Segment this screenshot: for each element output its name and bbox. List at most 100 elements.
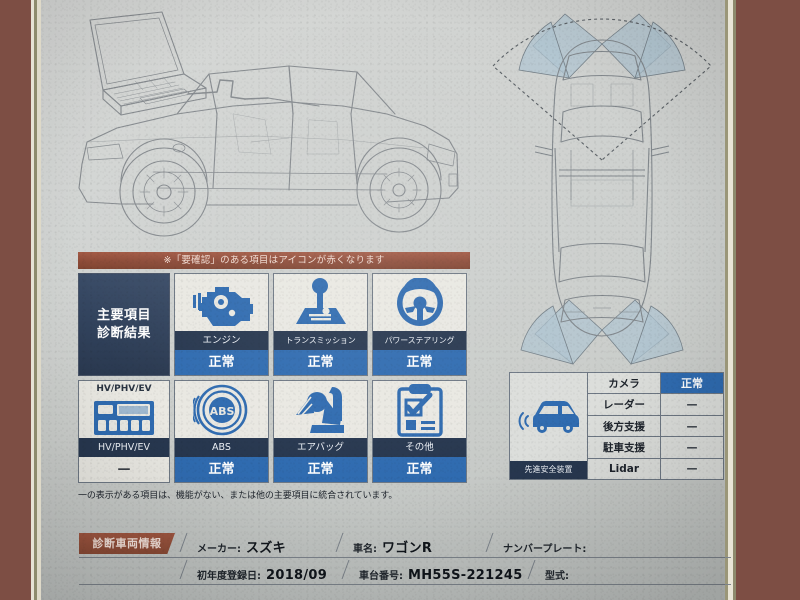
field-divider xyxy=(485,533,502,552)
safety-row-value: 正常 xyxy=(661,373,723,394)
car-sensor-icon xyxy=(518,401,579,433)
svg-text:ABS: ABS xyxy=(209,405,234,418)
diagnostic-results-panel: ※「要確認」のある項目はアイコンが赤くなります 主要項目 診断結果 xyxy=(78,252,470,501)
battery-module-icon-area xyxy=(79,397,169,438)
safety-equipment-label: 先進安全装置 xyxy=(510,461,587,479)
field-type-designation[interactable]: 型式: xyxy=(527,560,574,582)
safety-row-value: — xyxy=(661,437,723,458)
frame-left-border xyxy=(0,0,31,600)
field-number-plate[interactable]: ナンバープレート: xyxy=(485,533,591,555)
vehicle-info-tag: 診断車両情報 xyxy=(79,533,175,554)
field-label: 型式: xyxy=(545,571,569,582)
hv-phv-ev-pre-label: HV/PHV/EV xyxy=(79,381,169,397)
safety-icon-column: 先進安全装置 xyxy=(510,373,588,479)
diag-cell-title: トランスミッション xyxy=(274,331,367,350)
mat-line-right-2 xyxy=(728,0,733,600)
diag-cell-other[interactable]: その他 正常 xyxy=(372,380,467,483)
safety-row[interactable]: 後方支援 — xyxy=(588,415,723,438)
field-label: 車名: xyxy=(353,544,377,555)
vehicle-info-row-1: 診断車両情報 メーカー: スズキ 車名: ワゴンR ナンバープレート: xyxy=(79,531,731,558)
diag-cell-power-steering[interactable]: パワーステアリング 正常 xyxy=(372,273,467,376)
safety-row[interactable]: レーダー — xyxy=(588,394,723,416)
diag-cell-transmission[interactable]: トランスミッション 正常 xyxy=(273,273,368,376)
airbag-seat-icon-area xyxy=(274,381,367,438)
field-label: 車台番号: xyxy=(359,571,403,582)
safety-row[interactable]: 駐車支援 — xyxy=(588,437,723,459)
diag-cell-status: 正常 xyxy=(175,457,268,482)
diag-cell-title: その他 xyxy=(373,438,466,457)
field-maker[interactable]: メーカー: スズキ xyxy=(179,533,286,556)
abs-brake-icon-area: ABS xyxy=(175,381,268,438)
safety-row-name: Lidar xyxy=(588,458,661,480)
field-label: 初年度登録日: xyxy=(197,571,261,582)
vehicle-information-section: 診断車両情報 メーカー: スズキ 車名: ワゴンR ナンバープレート: xyxy=(79,531,731,589)
safety-row-name: レーダー xyxy=(588,394,661,415)
clipboard-check-icon-area xyxy=(373,381,466,438)
field-value: スズキ xyxy=(246,541,286,556)
diag-cell-title: パワーステアリング xyxy=(373,331,466,350)
diag-cell-title: HV/PHV/EV xyxy=(79,438,169,457)
diag-cell-engine[interactable]: エンジン 正常 xyxy=(174,273,269,376)
mat-line-right-1 xyxy=(733,0,736,600)
field-divider xyxy=(341,560,358,579)
safety-row[interactable]: カメラ 正常 xyxy=(588,373,723,395)
diag-cell-abs[interactable]: ABS ABS 正常 xyxy=(174,380,269,483)
field-label: メーカー: xyxy=(197,544,241,555)
field-label: ナンバープレート: xyxy=(503,544,587,555)
safety-row-value: — xyxy=(661,415,723,437)
diag-cell-airbag[interactable]: エアバッグ 正常 xyxy=(273,380,368,483)
mat-line-left-2 xyxy=(34,0,37,600)
diag-cell-hv-phv-ev[interactable]: HV/PHV/EV xyxy=(78,380,170,483)
safety-row-name: カメラ xyxy=(588,373,661,394)
safety-row[interactable]: Lidar — xyxy=(588,458,723,480)
safety-rows: カメラ 正常 レーダー — 後方支援 — 駐車支援 — Lidar — xyxy=(588,373,723,480)
diagnostic-report-sheet: ※「要確認」のある項目はアイコンが赤くなります 主要項目 診断結果 xyxy=(41,0,731,600)
diag-cell-status: 正常 xyxy=(373,350,466,375)
field-value: MH55S-221245 xyxy=(408,568,523,583)
vehicle-info-row-2: 初年度登録日: 2018/09 車台番号: MH55S-221245 型式: xyxy=(79,558,731,585)
advanced-safety-equipment-table: 先進安全装置 カメラ 正常 レーダー — 後方支援 — 駐車支援 — xyxy=(509,372,724,480)
abs-brake-icon: ABS xyxy=(192,384,247,435)
diag-cell-status: 正常 xyxy=(274,350,367,375)
diag-cell-title: エンジン xyxy=(175,331,268,350)
field-divider xyxy=(179,560,196,579)
field-divider xyxy=(179,533,196,552)
airbag-seat-icon xyxy=(295,386,344,433)
steering-wheel-icon xyxy=(396,277,443,326)
laptop-obd-sedan-side-illustration xyxy=(78,11,459,237)
safety-row-name: 後方支援 xyxy=(588,415,661,437)
car-sensor-icon-area xyxy=(510,373,587,461)
main-results-label-line2: 診断結果 xyxy=(96,325,151,341)
field-model-name[interactable]: 車名: ワゴンR xyxy=(335,533,433,556)
gear-shifter-icon xyxy=(295,277,346,324)
diag-cell-title: ABS xyxy=(175,438,268,457)
field-value: 2018/09 xyxy=(266,568,328,583)
main-results-label-line1: 主要項目 xyxy=(96,307,151,323)
gear-shifter-icon-area xyxy=(274,274,367,331)
steering-wheel-icon-area xyxy=(373,274,466,331)
safety-row-name: 駐車支援 xyxy=(588,437,661,458)
diagnostic-banner: ※「要確認」のある項目はアイコンが赤くなります xyxy=(78,252,470,269)
field-chassis-number[interactable]: 車台番号: MH55S-221245 xyxy=(341,560,523,583)
frame-right-border xyxy=(736,0,800,600)
diag-cell-status: — xyxy=(79,457,169,482)
diag-cell-status: 正常 xyxy=(274,457,367,482)
clipboard-check-icon xyxy=(396,383,443,437)
mat-line-left-1 xyxy=(31,0,34,600)
diagnostic-footnote: 一の表示がある項目は、機能がない、または他の主要項目に統合されています。 xyxy=(78,491,398,501)
diag-cell-title: エアバッグ xyxy=(274,438,367,457)
diag-cell-status: 正常 xyxy=(373,457,466,482)
field-first-registration[interactable]: 初年度登録日: 2018/09 xyxy=(179,560,328,583)
safety-row-value: — xyxy=(661,394,723,415)
engine-icon xyxy=(192,286,253,326)
field-value: ワゴンR xyxy=(382,541,433,556)
battery-module-icon xyxy=(94,400,154,435)
field-divider xyxy=(335,533,352,552)
mat-line-left-3 xyxy=(37,0,41,600)
engine-icon-area xyxy=(175,274,268,331)
mat-line-right-3 xyxy=(725,0,728,600)
row-rule xyxy=(79,557,731,558)
diagnostic-row-2: HV/PHV/EV xyxy=(78,380,470,483)
row-rule xyxy=(79,584,731,585)
